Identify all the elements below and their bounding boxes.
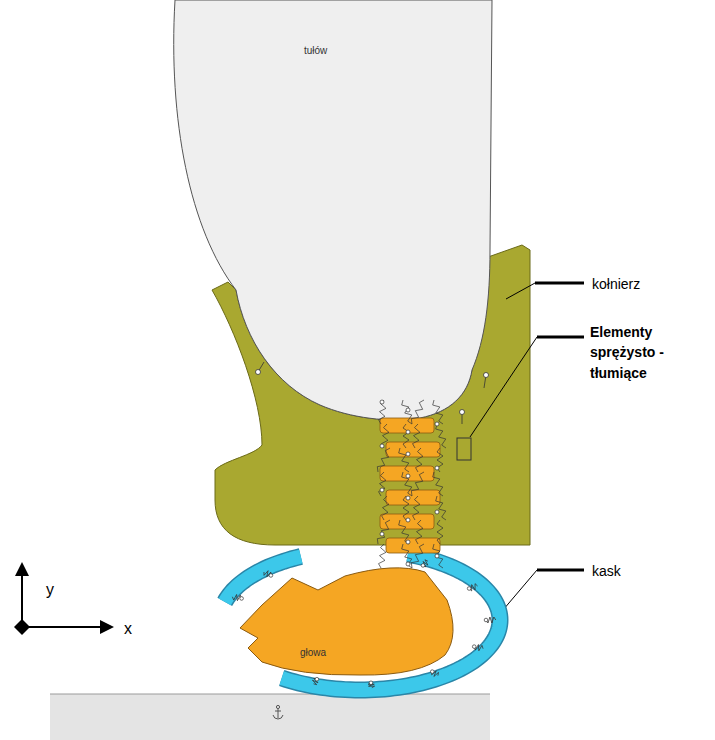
head-outline: [228, 560, 460, 680]
part-name: głowa: [300, 647, 326, 658]
torso-outline: [170, 0, 495, 425]
axis-label: x: [124, 617, 132, 640]
head: głowa: [228, 560, 460, 680]
callout-label: Elementy sprężysto - tłumiące: [590, 322, 708, 383]
part-name: tułów: [304, 45, 327, 56]
helmet: [225, 554, 500, 690]
callout-label: kask: [592, 561, 621, 581]
damper-box: [457, 438, 471, 460]
callout-label: kołnierz: [592, 274, 640, 294]
anchor-symbol: [273, 705, 283, 719]
torso: tułów: [170, 0, 495, 425]
ground: [50, 694, 490, 740]
leader-lines: [470, 283, 584, 610]
ground-line: [50, 694, 490, 695]
axes: [14, 562, 114, 635]
axis-label: y: [46, 578, 54, 601]
